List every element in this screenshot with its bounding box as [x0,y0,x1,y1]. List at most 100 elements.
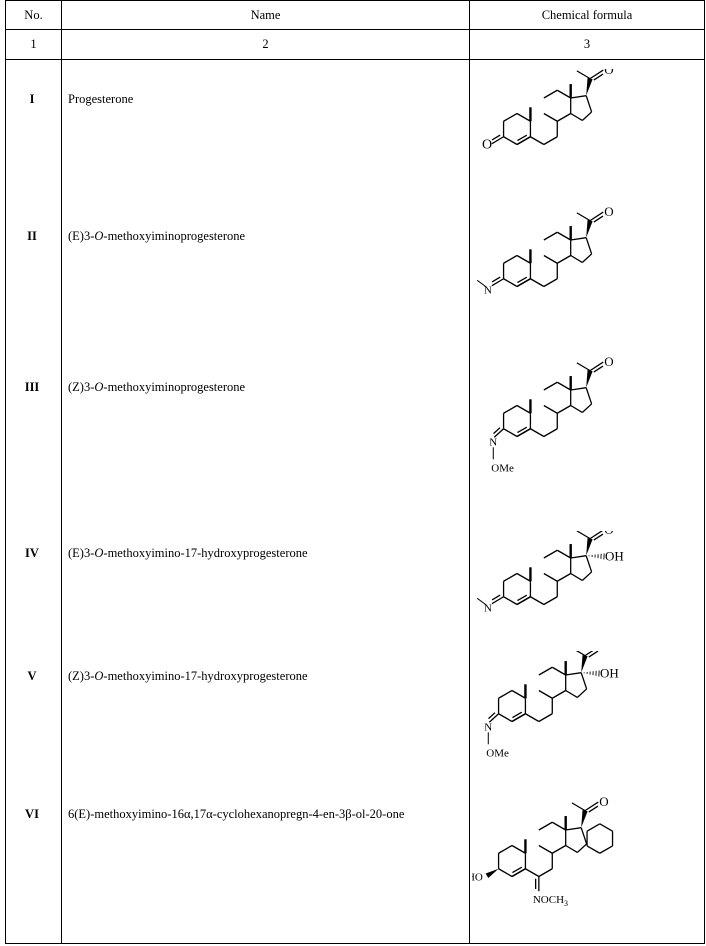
atom-label: N [484,603,492,615]
bond [556,112,572,122]
bond [503,112,518,122]
bond [525,713,540,723]
bond [576,70,591,80]
structure-e-methoxyimino-17-hydroxyprogesterone: OOHNMeO [476,531,624,615]
bond [476,597,487,606]
bond [503,404,518,414]
bond [517,134,528,142]
bond [503,278,518,288]
bond [576,531,591,540]
bond [570,237,587,241]
bond [538,844,553,854]
wedge-bond [581,810,588,828]
bond [581,403,593,413]
wedge-bond [485,868,499,878]
bond [511,868,526,878]
bond [491,596,504,605]
bond [565,844,578,854]
bond [570,254,583,264]
bond [516,428,531,438]
bond [498,713,513,723]
bond [516,112,531,122]
compound-name: Progesterone [68,92,134,106]
bond [581,111,593,121]
atom-label: OH [605,548,624,563]
bond [576,212,591,222]
bond [538,821,553,831]
bond [556,572,572,582]
atom-label: O [482,138,492,153]
row-number: I [29,92,35,106]
bond [576,843,588,853]
subheader-3: 3 [583,37,591,51]
bond [589,69,604,80]
bond [551,844,567,854]
bond [576,688,588,698]
header-number: No. [24,8,43,22]
structure-progesterone: OO [482,69,614,153]
bond [493,428,505,438]
header-formula: Chemical formula [541,8,633,22]
bond [570,572,583,582]
bond [525,868,540,878]
structure-e-methoxyiminoprogesterone: ONMeO [476,206,614,297]
row-number: IV [25,546,39,560]
bond [543,89,558,99]
bond [593,73,604,81]
bond [556,254,572,264]
compound-name: 6(E)-methoxyimino-16α,17α-cyclohexanopre… [68,807,405,821]
bond [517,594,528,602]
bond [551,689,567,699]
bond [516,404,531,414]
bond [570,387,587,391]
bond [556,89,572,99]
bond [565,672,582,676]
bond [585,95,593,113]
table-subheader-row [6,29,704,60]
bond [556,404,572,414]
bond [538,666,553,676]
bond [588,805,599,813]
bond [589,531,604,540]
atom-label: O [599,651,608,654]
bond [511,844,526,854]
bond [584,801,599,812]
bond [543,572,558,582]
bond [556,549,572,559]
bond [493,427,501,435]
bond [585,555,593,573]
bond [530,428,545,438]
bond [476,279,487,288]
bond [516,136,531,146]
subheader-1: 1 [30,37,37,51]
bond [581,571,593,581]
bond [516,596,531,606]
atom-label: N [484,721,492,733]
bond [503,254,518,264]
bond [517,276,528,284]
bond [516,254,531,264]
bond [543,428,558,438]
bond [581,253,593,263]
bond [538,868,553,878]
bond [543,254,558,264]
atom-label: N [484,285,492,297]
bond [491,594,501,601]
bond [543,549,558,559]
bond [551,666,567,676]
bond [491,136,504,145]
bond [570,112,583,122]
bond [516,278,531,288]
bond [565,827,582,831]
bond [498,844,513,854]
bond [580,672,588,690]
bond [570,95,587,99]
bond [585,237,593,255]
bond [491,276,501,283]
compound-name: (E)3-O-methoxyimino-17-hydroxyprogestero… [68,546,308,560]
bond [565,689,578,699]
compound-name: (Z)3-O-methoxyimino-17-hydroxyprogestero… [68,669,308,683]
bond [580,827,588,845]
bond [488,713,500,723]
